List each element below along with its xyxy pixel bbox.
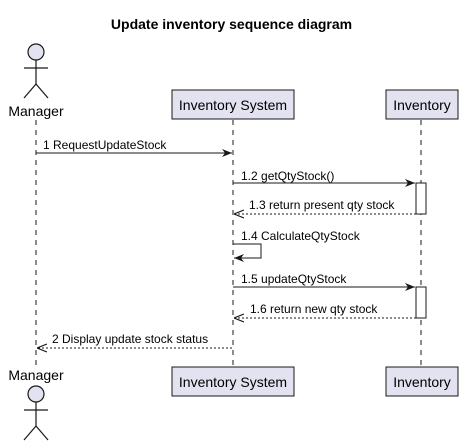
manager-label-bottom: Manager xyxy=(8,367,64,383)
message-1-4: 1.4 CalculateQtyStock xyxy=(233,229,361,262)
inventory-box-top: Inventory xyxy=(385,89,459,120)
manager-label-top: Manager xyxy=(8,103,64,119)
message-1-2-label: 1.2 getQtyStock() xyxy=(241,169,334,183)
message-1-3: 1.3 return present qty stock xyxy=(234,198,416,214)
inventory-activation-2 xyxy=(415,286,427,319)
inventory-activation-1 xyxy=(415,182,427,215)
system-box-bottom: Inventory System xyxy=(171,366,295,397)
message-1-2: 1.2 getQtyStock() xyxy=(233,169,415,187)
manager-actor-bottom: Manager xyxy=(8,367,64,441)
actor-head-icon xyxy=(27,43,45,61)
actor-head-icon xyxy=(27,385,45,403)
message-1-5-label: 1.5 updateQtyStock xyxy=(241,272,347,286)
inventory-label-bottom: Inventory xyxy=(393,374,451,390)
inventory-label-top: Inventory xyxy=(393,97,451,113)
system-label-top: Inventory System xyxy=(179,97,287,113)
message-2-label: 2 Display update stock status xyxy=(52,332,208,346)
message-1-6: 1.6 return new qty stock xyxy=(234,302,416,318)
system-box-top: Inventory System xyxy=(171,89,295,120)
message-2: 2 Display update stock status xyxy=(37,332,232,348)
message-1-4-label: 1.4 CalculateQtyStock xyxy=(241,229,361,243)
system-label-bottom: Inventory System xyxy=(179,374,287,390)
manager-actor-top: Manager xyxy=(8,43,64,119)
message-1-6-label: 1.6 return new qty stock xyxy=(250,302,378,316)
message-1-label: 1 RequestUpdateStock xyxy=(43,138,167,152)
inventory-box-bottom: Inventory xyxy=(385,366,459,397)
diagram-title: Update inventory sequence diagram xyxy=(111,16,352,32)
message-1-3-label: 1.3 return present qty stock xyxy=(249,198,395,212)
message-1: 1 RequestUpdateStock xyxy=(36,138,232,157)
message-1-5: 1.5 updateQtyStock xyxy=(233,272,415,291)
